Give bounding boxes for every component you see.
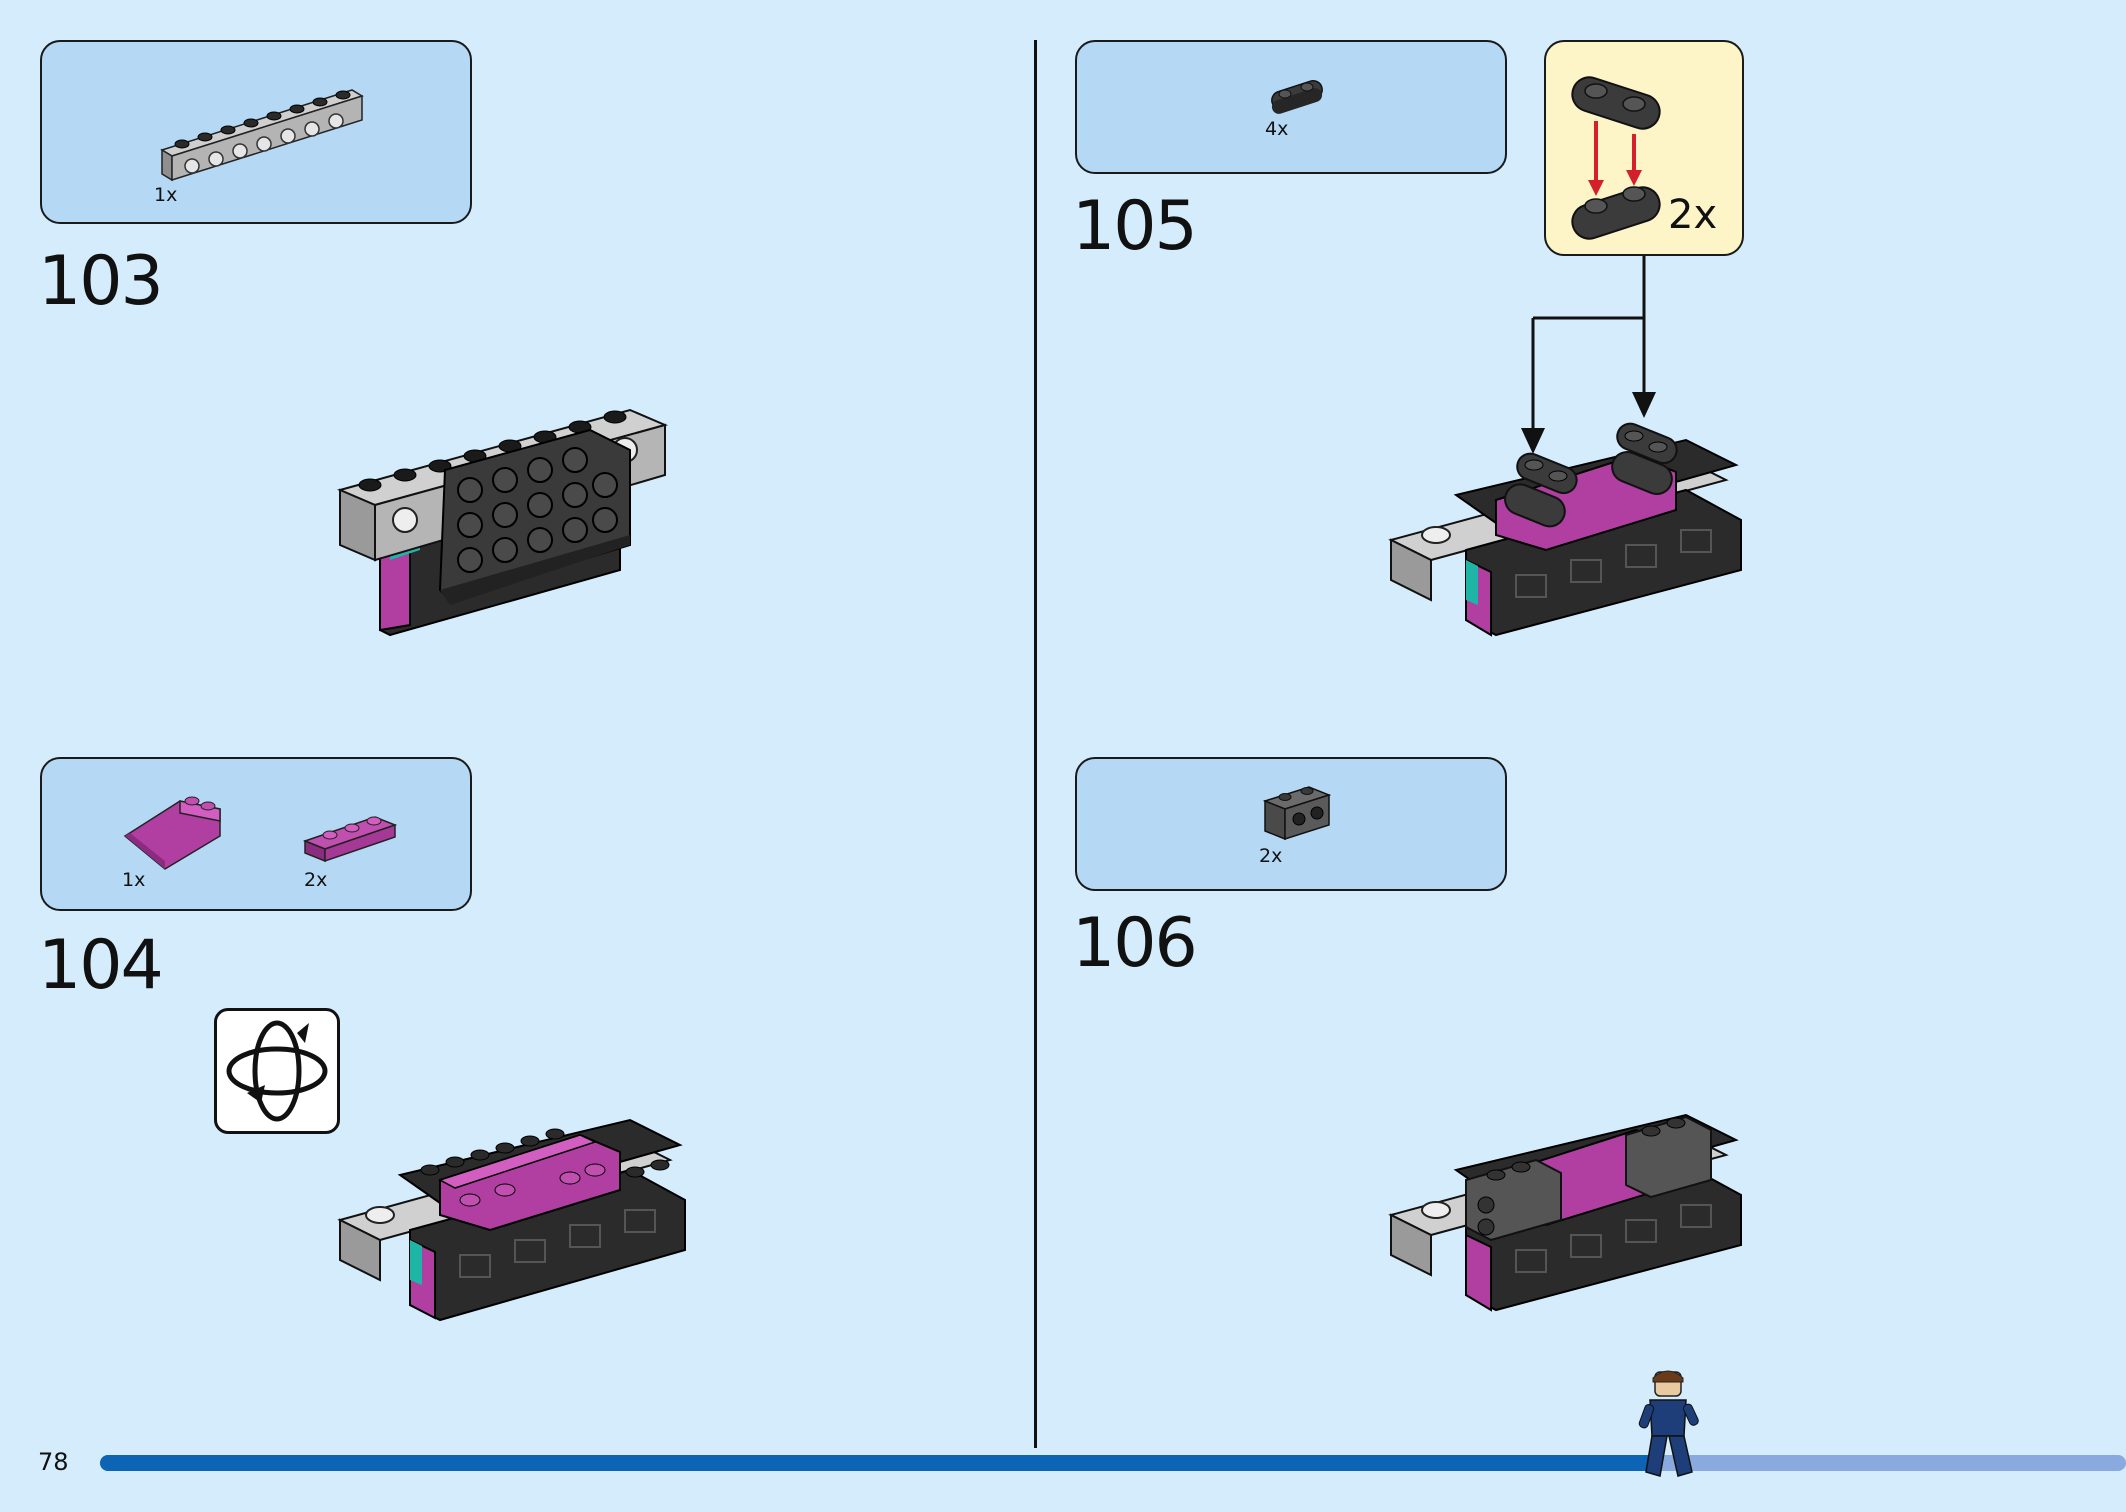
magenta-plate-part-icon — [302, 816, 398, 863]
model-assembly-106 — [1388, 1113, 1742, 1312]
column-divider — [1034, 40, 1037, 1448]
rotate-model-indicator — [214, 1008, 340, 1134]
part-quantity: 2x — [1259, 845, 1283, 867]
page-number: 78 — [38, 1448, 69, 1476]
parts-callout-106: 2x — [1075, 757, 1507, 891]
brick-side-studs-part-icon — [1262, 786, 1332, 841]
part-quantity: 1x — [122, 869, 146, 891]
rounded-plate-part-icon — [1271, 79, 1323, 114]
parts-callout-105: 4x — [1075, 40, 1507, 174]
minifigure-icon — [1638, 1370, 1699, 1477]
model-assembly-103 — [336, 408, 669, 637]
parts-callout-103: 1x — [40, 40, 472, 224]
parts-callout-104: 1x 2x — [40, 757, 472, 911]
step-number-104: 104 — [38, 926, 164, 1005]
subassembly-box: 2x — [1544, 40, 1744, 256]
part-quantity: 2x — [304, 869, 328, 891]
part-quantity: 1x — [154, 184, 178, 206]
step-number-105: 105 — [1072, 187, 1198, 266]
part-quantity: 4x — [1265, 118, 1289, 140]
rotate-icon — [226, 1020, 328, 1122]
placement-arrows — [1521, 256, 1656, 454]
technic-beam-part-icon — [160, 89, 364, 182]
subassembly-quantity: 2x — [1668, 192, 1718, 238]
step-number-106: 106 — [1072, 904, 1198, 983]
model-assembly-105 — [1388, 422, 1742, 637]
progress-bar-fill — [100, 1455, 1660, 1471]
model-assembly-104 — [337, 1118, 686, 1322]
magenta-slope-part-icon — [123, 796, 221, 870]
step-number-103: 103 — [38, 242, 164, 321]
subassembly-plates-icon — [1571, 76, 1661, 240]
